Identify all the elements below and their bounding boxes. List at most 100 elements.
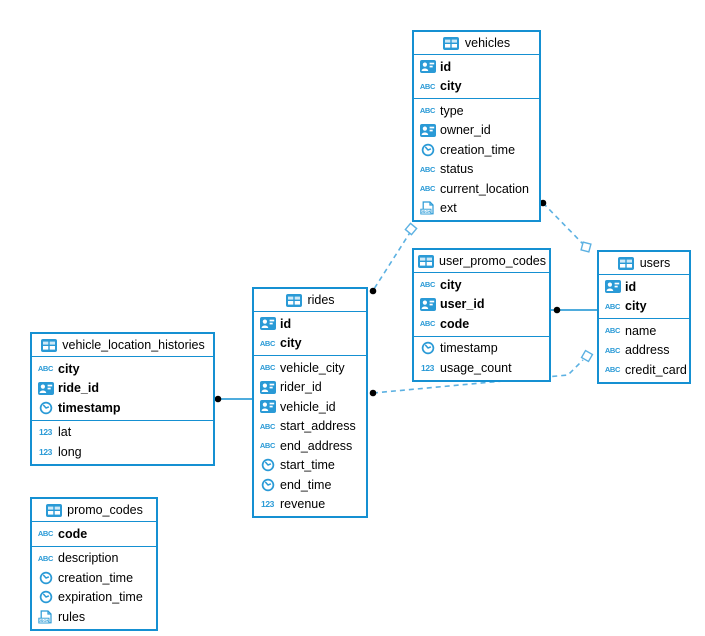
field-name: type xyxy=(440,103,464,118)
field-name: creation_time xyxy=(58,570,134,585)
field-name: description xyxy=(58,551,119,566)
id-badge-icon xyxy=(259,317,276,331)
field-row-id[interactable]: id xyxy=(599,277,689,297)
id-badge-icon xyxy=(419,60,436,74)
table-icon xyxy=(417,254,434,268)
relation-endpoint-diamond xyxy=(404,222,418,236)
table-header: promo_codes xyxy=(32,499,156,522)
field-name: end_address xyxy=(280,438,353,453)
field-row-user_id[interactable]: user_id xyxy=(414,295,549,315)
field-row-timestamp[interactable]: timestamp xyxy=(32,398,213,418)
table-header: vehicles xyxy=(414,32,539,55)
relation-endpoint-dot xyxy=(369,287,377,295)
table-header: rides xyxy=(254,289,366,312)
field-row-id[interactable]: id xyxy=(414,57,539,77)
relation-rides-users[interactable] xyxy=(372,359,584,394)
abc-text-icon: ABC xyxy=(604,326,621,336)
clock-icon xyxy=(37,571,54,585)
abc-text-icon: ABC xyxy=(419,184,436,194)
field-name: status xyxy=(440,162,474,177)
id-badge-icon xyxy=(37,381,54,395)
field-name: vehicle_city xyxy=(280,360,345,375)
table-icon xyxy=(40,338,57,352)
abc-text-icon: ABC xyxy=(604,301,621,311)
field-name: city xyxy=(280,336,302,351)
table-icon xyxy=(45,503,62,517)
table-name: users xyxy=(639,256,671,270)
field-name: city xyxy=(58,361,80,376)
table-header: user_promo_codes xyxy=(414,250,549,273)
field-name: creation_time xyxy=(440,142,516,157)
field-row-start_time[interactable]: start_time xyxy=(254,456,366,476)
field-name: user_id xyxy=(440,297,485,312)
field-name: usage_count xyxy=(440,360,512,375)
field-row-expiration_time[interactable]: expiration_time xyxy=(32,588,156,608)
field-row-ride_id[interactable]: ride_id xyxy=(32,379,213,399)
numeric-123-icon: 123 xyxy=(39,446,52,457)
clock-icon xyxy=(37,590,54,604)
field-row-city[interactable]: ABC city xyxy=(254,334,366,354)
relation-vehicles-rides[interactable] xyxy=(373,230,412,290)
field-row-creation_time[interactable]: creation_time xyxy=(414,140,539,160)
field-name: ride_id xyxy=(58,381,99,396)
relation-vehicles-users[interactable] xyxy=(542,202,585,246)
table-name: promo_codes xyxy=(67,503,143,517)
numeric-123-icon: 123 xyxy=(261,499,274,510)
field-row-rider_id[interactable]: rider_id xyxy=(254,378,366,398)
abc-text-icon: ABC xyxy=(419,164,436,174)
clock-icon xyxy=(259,458,276,472)
field-row-vehicle_id[interactable]: vehicle_id xyxy=(254,397,366,417)
json-document-icon: JSON xyxy=(419,201,436,215)
id-badge-icon xyxy=(419,297,436,311)
abc-text-icon: ABC xyxy=(259,421,276,431)
field-name: expiration_time xyxy=(58,590,143,605)
field-name: city xyxy=(440,277,462,292)
field-row-timestamp[interactable]: timestamp xyxy=(414,339,549,359)
relation-endpoint-diamond xyxy=(580,349,594,363)
clock-icon xyxy=(419,341,436,355)
numeric-123-icon: 123 xyxy=(39,427,52,438)
table-name: rides xyxy=(307,293,335,307)
field-row-owner_id[interactable]: owner_id xyxy=(414,121,539,141)
field-row-id[interactable]: id xyxy=(254,314,366,334)
field-row-status[interactable]: ABC status xyxy=(414,160,539,180)
field-name: id xyxy=(625,279,637,294)
table-icon xyxy=(443,36,460,50)
field-row-creation_time[interactable]: creation_time xyxy=(32,568,156,588)
field-row-end_time[interactable]: end_time xyxy=(254,475,366,495)
abc-text-icon: ABC xyxy=(259,338,276,348)
